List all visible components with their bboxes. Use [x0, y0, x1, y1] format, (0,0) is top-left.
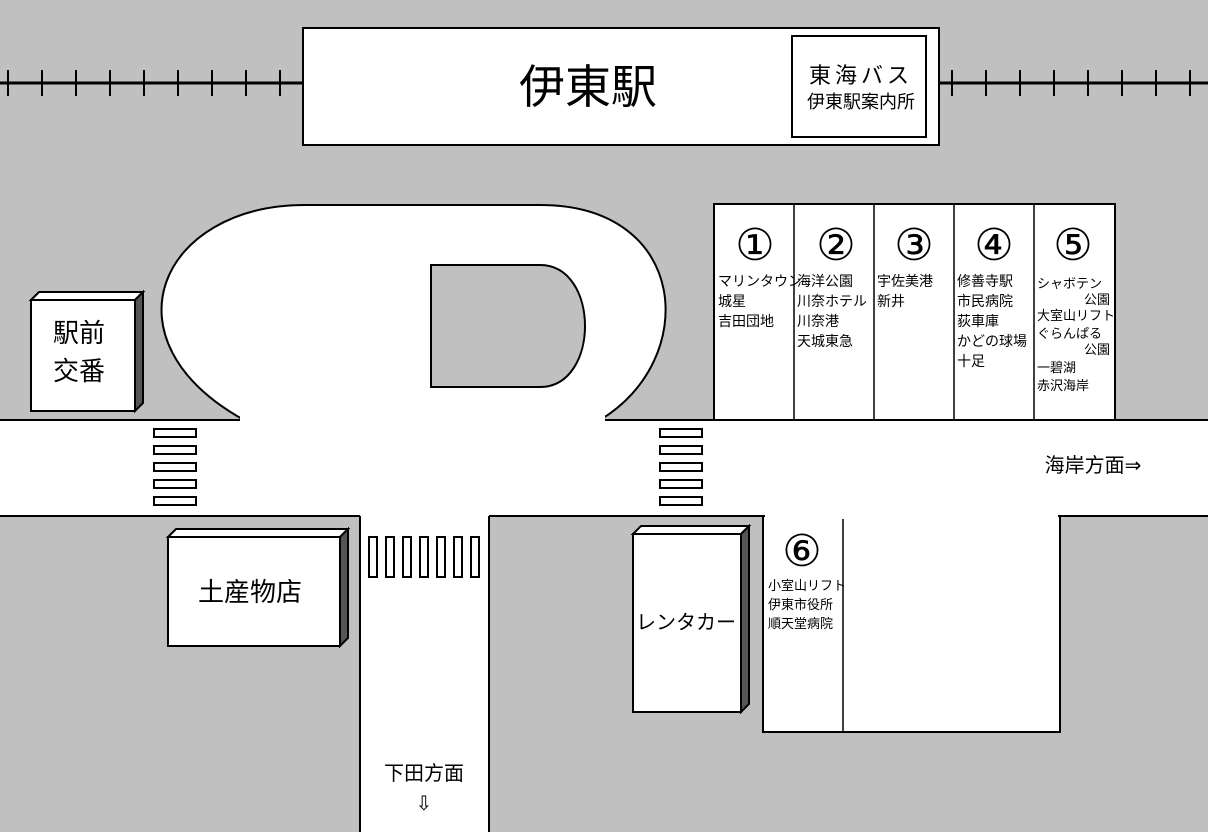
- railway-track-left: [0, 70, 303, 96]
- rotary-island: [430, 264, 586, 388]
- bus-stop-4[interactable]: ④ 修善寺駅 市民病院 荻車庫 かどの球場 十足: [957, 220, 1027, 370]
- rental-car-office[interactable]: [630, 523, 752, 715]
- bus-stop-5-number: ⑤: [1053, 220, 1092, 271]
- bus-stop-4-dest: 十足: [957, 354, 985, 370]
- bus-stop-3[interactable]: ③ 宇佐美港 新井: [877, 220, 934, 310]
- bus-stop-3-dest: 新井: [877, 294, 905, 310]
- bus-stop-5-dest: 公園: [1084, 293, 1110, 308]
- police-box-label-1: 駅前: [53, 319, 105, 349]
- main-road: [0, 420, 1208, 516]
- bus-stop-4-dest: 荻車庫: [957, 313, 999, 330]
- bus-stop-5-dest: 一碧湖: [1037, 361, 1076, 376]
- bus-stop-6[interactable]: ⑥ 小室山リフト 伊東市役所 順天堂病院: [768, 526, 846, 632]
- crosswalk-south: [368, 536, 480, 578]
- bus-stop-2-dest: 天城東急: [797, 334, 853, 350]
- bus-rotary: [160, 204, 667, 421]
- bus-stop-1-dest: 吉田団地: [718, 314, 774, 330]
- down-arrow-icon: ⇩: [416, 791, 433, 815]
- bus-stop-6-dest: 順天堂病院: [768, 617, 833, 632]
- bus-stop-5-dest: シャボテン: [1037, 277, 1102, 292]
- bus-stop-5-dest: 大室山リフト: [1037, 308, 1115, 324]
- bus-stop-2-number: ②: [816, 220, 855, 271]
- police-box-label-2: 交番: [53, 357, 105, 387]
- bus-stop-4-dest: 修善寺駅: [957, 274, 1013, 290]
- station-name: 伊東駅: [519, 60, 657, 114]
- bus-stop-5-dest: ぐらんぱる: [1037, 327, 1102, 342]
- bus-stop-6-number: ⑥: [782, 526, 821, 577]
- bus-stop-6-dest: 伊東市役所: [768, 597, 833, 613]
- bus-stop-2[interactable]: ② 海洋公園 川奈ホテル 川奈港 天城東急: [797, 220, 867, 350]
- shimoda-direction-label: 下田方面: [384, 761, 464, 785]
- souvenir-shop[interactable]: [165, 526, 351, 649]
- bus-stops-block: [713, 203, 1116, 421]
- bus-stop-3-dest: 宇佐美港: [877, 274, 933, 290]
- bus-office-title: 東海バス: [809, 64, 913, 89]
- bus-stop-4-number: ④: [974, 220, 1013, 271]
- bus-stop-1-dest: マリンタウン: [718, 274, 802, 290]
- rental-car-label: レンタカー: [636, 610, 736, 634]
- bus-stop-1-number: ①: [735, 220, 774, 271]
- coast-direction-label: 海岸方面⇒: [1045, 453, 1142, 477]
- bus-stop-1-dest: 城星: [718, 294, 746, 310]
- crosswalk-left: [153, 428, 197, 506]
- bus-office-subtitle: 伊東駅案内所: [807, 92, 915, 113]
- bus-stop-6-dest: 小室山リフト: [768, 578, 846, 594]
- bus-stop-2-dest: 川奈港: [797, 314, 839, 330]
- railway-track-right: [939, 70, 1208, 96]
- bus-stop-5-dest: 公園: [1084, 343, 1110, 358]
- bus-stop-4-dest: かどの球場: [957, 334, 1027, 350]
- bus-stop-4-dest: 市民病院: [957, 293, 1013, 310]
- bus-stop-5-dest: 赤沢海岸: [1037, 379, 1089, 394]
- bus-stop-3-number: ③: [894, 220, 933, 271]
- crosswalk-right: [659, 428, 703, 506]
- souvenir-shop-label: 土産物店: [198, 578, 302, 608]
- bus-stop-2-dest: 海洋公園: [797, 274, 853, 290]
- bus-office-box[interactable]: [791, 35, 927, 138]
- police-box[interactable]: [28, 289, 146, 414]
- bus-stop-2-dest: 川奈ホテル: [797, 294, 867, 310]
- bus-stop-1[interactable]: ① マリンタウン 城星 吉田団地: [718, 220, 802, 330]
- bus-stop-5[interactable]: ⑤ シャボテン 公園 大室山リフト ぐらんぱる 公園 一碧湖 赤沢海岸: [1037, 220, 1115, 394]
